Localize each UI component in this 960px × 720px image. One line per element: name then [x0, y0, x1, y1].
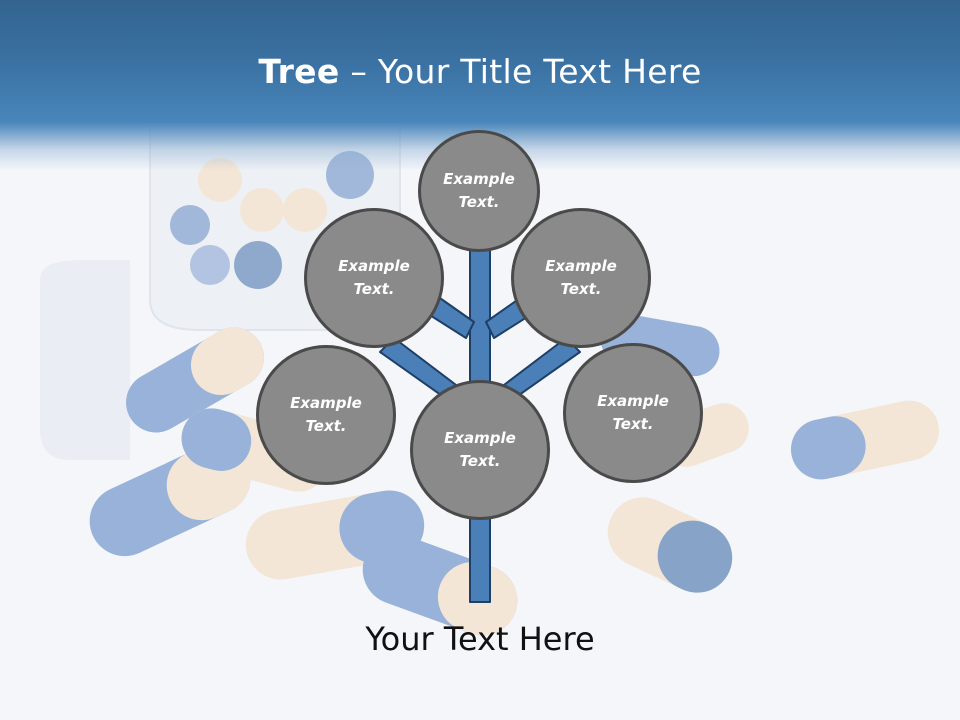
node-label: Example Text. — [443, 170, 515, 211]
slide-title: Tree – Your Title Text Here — [0, 52, 960, 91]
tree-node-lower-left: Example Text. — [256, 345, 396, 485]
node-label: Example Text. — [444, 429, 516, 470]
tree-node-upper-left: Example Text. — [304, 208, 444, 348]
tree-node-upper-right: Example Text. — [511, 208, 651, 348]
node-label: Example Text. — [597, 392, 669, 433]
tree-node-top: Example Text. — [418, 130, 540, 252]
title-rest: – Your Title Text Here — [339, 52, 702, 91]
tree-node-lower-right: Example Text. — [563, 343, 703, 483]
footer-text: Your Text Here — [365, 620, 595, 658]
node-label: Example Text. — [338, 257, 410, 298]
node-label: Example Text. — [545, 257, 617, 298]
title-bold: Tree — [258, 52, 340, 91]
tree-node-center: Example Text. — [410, 380, 550, 520]
node-label: Example Text. — [290, 394, 362, 435]
